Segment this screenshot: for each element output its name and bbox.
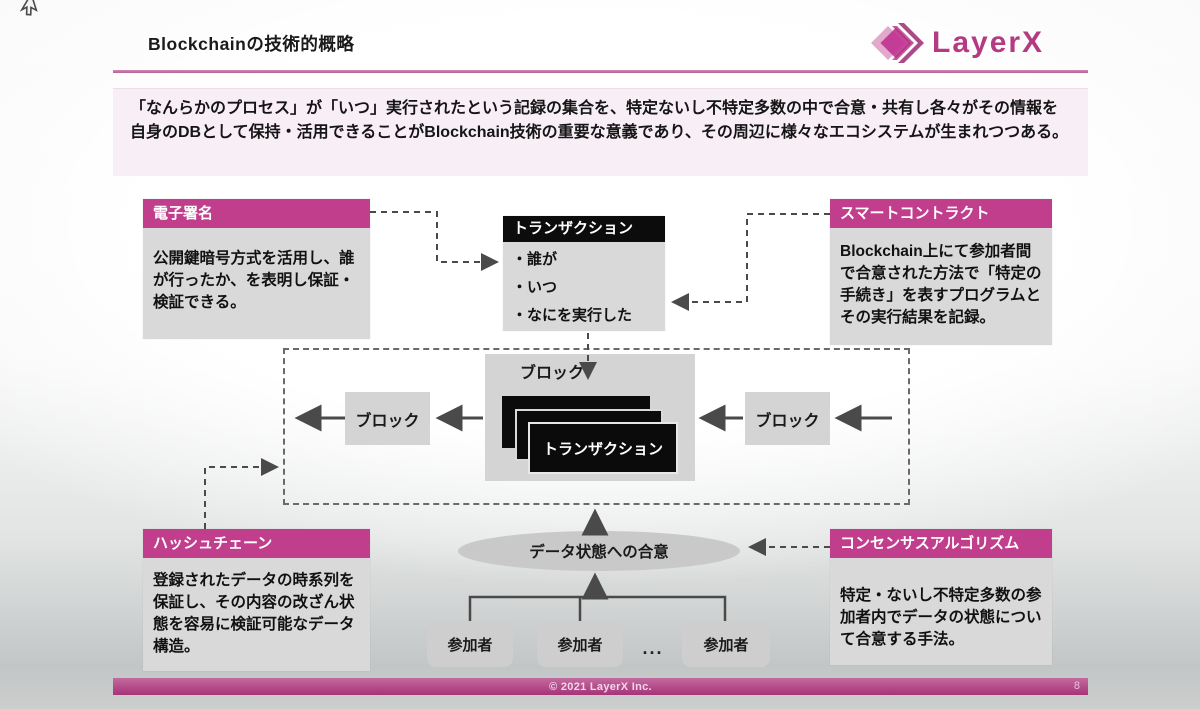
panel-smart-contract-body: Blockchain上にて参加者間で合意された方法で「特定の手続き」を表すプログ…	[830, 228, 1052, 345]
block-box-left: ブロック	[345, 392, 430, 445]
panel-hash-chain: ハッシュチェーン 登録されたデータの時系列を保証し、その内容の改ざん状態を容易に…	[143, 529, 370, 671]
mouse-cursor-icon	[19, 0, 38, 16]
panel-transaction-bullets: ・誰が ・いつ ・なにを実行した	[503, 242, 665, 331]
transaction-stack-front: トランザクション	[528, 422, 678, 474]
page-title: Blockchainの技術的概略	[148, 34, 355, 54]
page-number: 8	[1073, 680, 1080, 692]
panel-transaction: トランザクション ・誰が ・いつ ・なにを実行した	[503, 216, 665, 331]
transaction-bullet: ・いつ	[512, 279, 558, 296]
layerx-logo-text: LayerX	[932, 26, 1045, 59]
block-box-right: ブロック	[745, 392, 830, 445]
summary-text: 「なんらかのプロセス」が「いつ」実行されたという記録の集合を、特定ないし不特定多…	[130, 100, 1069, 142]
participant-box: 参加者	[537, 621, 623, 667]
agreement-ellipse: データ状態への合意	[458, 531, 740, 571]
panel-hash-chain-title: ハッシュチェーン	[143, 529, 370, 558]
chain-dashed-container	[283, 348, 910, 505]
title-underline	[113, 70, 1088, 73]
layerx-logo: LayerX	[868, 18, 1083, 68]
participant-box: 参加者	[682, 621, 770, 667]
dashed-signature-to-transaction	[370, 211, 499, 271]
participants-bracket	[468, 595, 727, 621]
dashed-smartcontract-to-transaction	[671, 213, 830, 311]
panel-consensus-body: 特定・ないし不特定多数の参加者内でデータの状態について合意する手法。	[830, 558, 1052, 665]
panel-consensus: コンセンサスアルゴリズム 特定・ないし不特定多数の参加者内でデータの状態について…	[830, 529, 1052, 665]
transaction-bullet: ・誰が	[512, 251, 558, 268]
layerx-logo-icon	[871, 23, 924, 63]
footer-bar: © 2021 LayerX Inc. 8	[113, 678, 1088, 695]
transaction-bullet: ・なにを実行した	[512, 307, 633, 324]
panel-transaction-title: トランザクション	[503, 216, 665, 242]
participant-ellipsis: ...	[642, 638, 664, 658]
panel-digital-signature-title: 電子署名	[143, 199, 370, 228]
dashed-hashchain-to-chain	[204, 458, 279, 529]
block-box-center-label: ブロック	[520, 365, 585, 382]
panel-smart-contract: スマートコントラクト Blockchain上にて参加者間で合意された方法で「特定…	[830, 199, 1052, 345]
panel-digital-signature-body: 公開鍵暗号方式を活用し、誰が行ったか、を表明し保証・検証できる。	[143, 228, 370, 339]
panel-smart-contract-title: スマートコントラクト	[830, 199, 1052, 228]
footer-copyright: © 2021 LayerX Inc.	[549, 680, 652, 693]
summary-box: 「なんらかのプロセス」が「いつ」実行されたという記録の集合を、特定ないし不特定多…	[113, 88, 1088, 176]
participant-box: 参加者	[427, 621, 513, 667]
panel-digital-signature: 電子署名 公開鍵暗号方式を活用し、誰が行ったか、を表明し保証・検証できる。	[143, 199, 370, 339]
panel-consensus-title: コンセンサスアルゴリズム	[830, 529, 1052, 558]
panel-hash-chain-body: 登録されたデータの時系列を保証し、その内容の改ざん状態を容易に検証可能なデータ構…	[143, 558, 370, 671]
